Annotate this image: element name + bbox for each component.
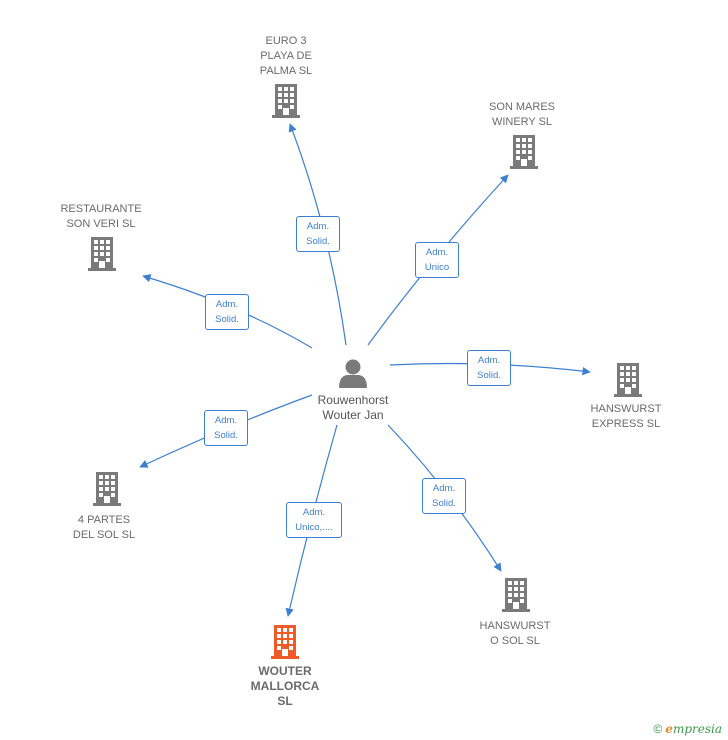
edge-label-woutermallorca: Adm. Unico,.... (286, 502, 342, 538)
company-label-sonmares[interactable]: SON MARES WINERY SL (488, 101, 555, 128)
building-icon-hanswurstosol[interactable] (502, 578, 530, 612)
building-icon-woutermallorca[interactable] (271, 625, 299, 659)
building-icon-hanswurstexpress[interactable] (614, 363, 642, 397)
edge-label-4partes: Adm. Solid. (204, 410, 248, 446)
building-icon-restaurante[interactable] (88, 237, 116, 271)
edge-label-restaurante: Adm. Solid. (205, 294, 249, 330)
company-label-hanswurstexpress[interactable]: HANSWURST EXPRESS SL (590, 403, 662, 430)
edge-label-euro3: Adm. Solid. (296, 216, 340, 252)
brand-logo: empresia (665, 722, 722, 736)
company-label-restaurante[interactable]: RESTAURANTE SON VERI SL (60, 203, 142, 230)
company-label-euro3[interactable]: EURO 3 PLAYA DE PALMA SL (259, 35, 313, 77)
company-label-woutermallorca[interactable]: WOUTER MALLORCA SL (250, 664, 320, 708)
center-node-label[interactable]: Rouwenhorst Wouter Jan (317, 393, 389, 422)
edge-label-hanswurstexpress: Adm. Solid. (467, 350, 511, 386)
building-icon-4partes[interactable] (93, 472, 121, 506)
edge-label-hanswurstosol: Adm. Solid. (422, 478, 466, 514)
edge-label-sonmares: Adm. Unico (415, 242, 459, 278)
building-icon-euro3[interactable] (272, 84, 300, 118)
company-label-hanswurstosol[interactable]: HANSWURST O SOL SL (479, 620, 551, 647)
company-label-4partes[interactable]: 4 PARTES DEL SOL SL (72, 514, 136, 541)
building-icon-sonmares[interactable] (510, 135, 538, 169)
person-icon[interactable] (339, 359, 367, 389)
copyright-icon: © (653, 722, 663, 736)
footer-brand[interactable]: ©empresia (653, 722, 722, 736)
